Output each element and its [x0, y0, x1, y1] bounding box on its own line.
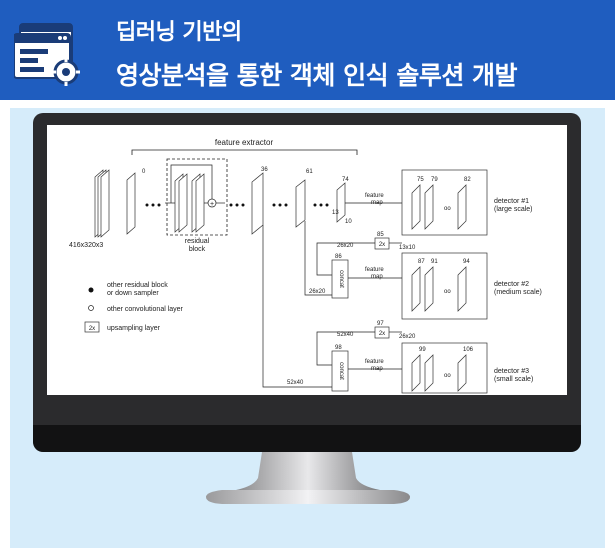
dots-2 [229, 203, 245, 207]
svg-text:10: 10 [345, 219, 352, 225]
residual-label-1: residual [185, 238, 210, 245]
svg-text:detector #3: detector #3 [494, 368, 529, 375]
svg-text:2x: 2x [379, 331, 385, 337]
svg-text:26x20: 26x20 [309, 289, 326, 295]
svg-text:86: 86 [335, 254, 342, 260]
residual-block-box [166, 158, 228, 236]
svg-text:concat: concat [338, 270, 344, 288]
upsample-97 [374, 326, 390, 339]
svg-text:99: 99 [419, 347, 426, 353]
svg-text:or down sampler: or down sampler [107, 290, 159, 297]
layer-0-label: 0 [142, 169, 146, 175]
svg-text:detector #1: detector #1 [494, 198, 529, 205]
legend-upsample-box [84, 321, 100, 333]
yolo-architecture-diagram: feature extractor 416x320x3 0 + residual… [69, 138, 542, 394]
layer-61 [295, 179, 306, 228]
svg-text:97: 97 [377, 321, 384, 327]
feature-extractor-label: feature extractor [215, 138, 274, 147]
svg-text:feature: feature [365, 359, 384, 365]
browser-gear-icon [14, 23, 80, 86]
svg-text:upsampling layer: upsampling layer [107, 325, 161, 332]
svg-text:36: 36 [261, 167, 268, 173]
svg-text:map: map [371, 274, 383, 280]
svg-text:82: 82 [464, 177, 471, 183]
svg-text:94: 94 [463, 259, 470, 265]
svg-text:concat: concat [338, 362, 344, 380]
svg-text:26x20: 26x20 [399, 334, 416, 340]
svg-text:52x40: 52x40 [287, 380, 304, 386]
svg-text:other convolutional layer: other convolutional layer [107, 306, 184, 313]
svg-text:oo: oo [444, 206, 451, 212]
residual-label-2: block [189, 246, 206, 253]
svg-text:79: 79 [431, 177, 438, 183]
svg-text:feature: feature [365, 267, 384, 273]
legend-dot-filled [88, 287, 94, 293]
svg-text:2x: 2x [379, 242, 385, 248]
input-size-label: 416x320x3 [69, 242, 103, 249]
dots-3 [272, 203, 288, 207]
svg-text:91: 91 [431, 259, 438, 265]
legend-dot-hollow [88, 305, 94, 311]
layer-0 [126, 172, 136, 235]
svg-text:75: 75 [417, 177, 424, 183]
svg-text:13: 13 [332, 210, 339, 216]
svg-text:map: map [371, 200, 383, 206]
svg-text:(medium scale): (medium scale) [494, 289, 542, 296]
svg-text:87: 87 [418, 259, 425, 265]
dots-4 [313, 203, 329, 207]
svg-text:oo: oo [444, 373, 451, 379]
svg-text:13x10: 13x10 [399, 245, 416, 251]
title-line-2: 영상분석을 통한 객체 인식 솔루션 개발 [116, 61, 518, 90]
header-banner: 딥러닝 기반의 영상분석을 통한 객체 인식 솔루션 개발 [0, 0, 615, 100]
svg-text:85: 85 [377, 232, 384, 238]
svg-text:98: 98 [335, 345, 342, 351]
feature-extractor-brace [131, 149, 358, 155]
dots-1 [145, 203, 161, 207]
title-line-1: 딥러닝 기반의 [116, 20, 242, 45]
svg-text:52x40: 52x40 [337, 332, 354, 338]
svg-text:2x: 2x [89, 326, 95, 332]
svg-text:(small scale): (small scale) [494, 376, 533, 383]
svg-text:map: map [371, 366, 383, 372]
screen: feature extractor 416x320x3 0 + residual… [47, 125, 567, 395]
monitor-bezel [33, 425, 581, 452]
layer-36 [251, 172, 264, 235]
residual-layers [174, 173, 205, 233]
svg-text:feature: feature [365, 193, 384, 199]
svg-text:61: 61 [306, 169, 313, 175]
svg-text:106: 106 [463, 347, 474, 353]
svg-text:(large scale): (large scale) [494, 206, 533, 213]
upsample-85 [374, 237, 390, 250]
svg-text:other residual block: other residual block [107, 282, 168, 289]
svg-text:+: + [210, 201, 214, 208]
svg-text:oo: oo [444, 289, 451, 295]
svg-text:74: 74 [342, 177, 349, 183]
concat-98 [331, 350, 349, 392]
concat-86 [331, 259, 349, 299]
svg-text:26x20: 26x20 [337, 243, 354, 249]
input-layer [94, 169, 110, 238]
svg-text:detector #2: detector #2 [494, 281, 529, 288]
layer-74 [336, 182, 346, 223]
